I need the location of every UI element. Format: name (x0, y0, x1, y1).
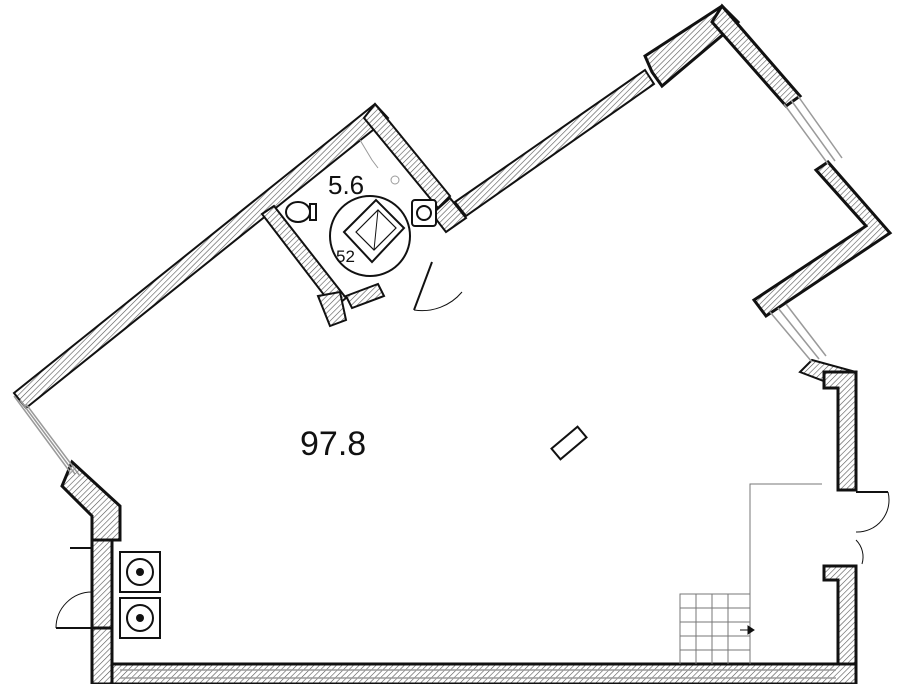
window-south (120, 669, 836, 679)
air-conditioner-unit-icon (119, 551, 161, 593)
shower-fixture: 52 (329, 195, 411, 277)
toilet-icon (285, 201, 317, 223)
shower-tag: 52 (336, 247, 355, 266)
wall-east-middle (751, 160, 893, 319)
door-bathroom (413, 261, 463, 312)
wall-south (90, 662, 858, 684)
bathroom: 52 5.6 (260, 139, 468, 328)
bathroom-area-label: 5.6 (328, 170, 364, 200)
door-east (855, 491, 890, 565)
column-icon (550, 425, 588, 461)
air-conditioner-units (119, 551, 161, 639)
wall-northwest (12, 102, 390, 410)
wall-northeast (453, 68, 656, 218)
exterior-walls (12, 3, 893, 684)
sink-icon (411, 199, 437, 227)
window-east-upper (783, 95, 843, 165)
windows (13, 95, 843, 679)
main-room-area-label: 97.8 (300, 425, 366, 463)
bathroom-pier-east (430, 196, 468, 234)
window-east-lower (769, 303, 827, 363)
air-conditioner-unit-icon (119, 597, 161, 639)
wall-west-pier (60, 459, 122, 542)
wall-east-vertical (822, 370, 858, 492)
staircase-icon (679, 483, 822, 664)
bathroom-pier-left (316, 290, 348, 328)
shower-tray-icon (359, 139, 400, 185)
wall-bathroom-east (362, 102, 452, 210)
door-west (55, 547, 93, 629)
bathroom-pier-right (344, 282, 386, 310)
wall-west-lower-b (90, 626, 114, 684)
wall-east-vertical-lower (822, 564, 858, 684)
wall-east-upper (710, 3, 803, 109)
window-west (13, 395, 81, 477)
